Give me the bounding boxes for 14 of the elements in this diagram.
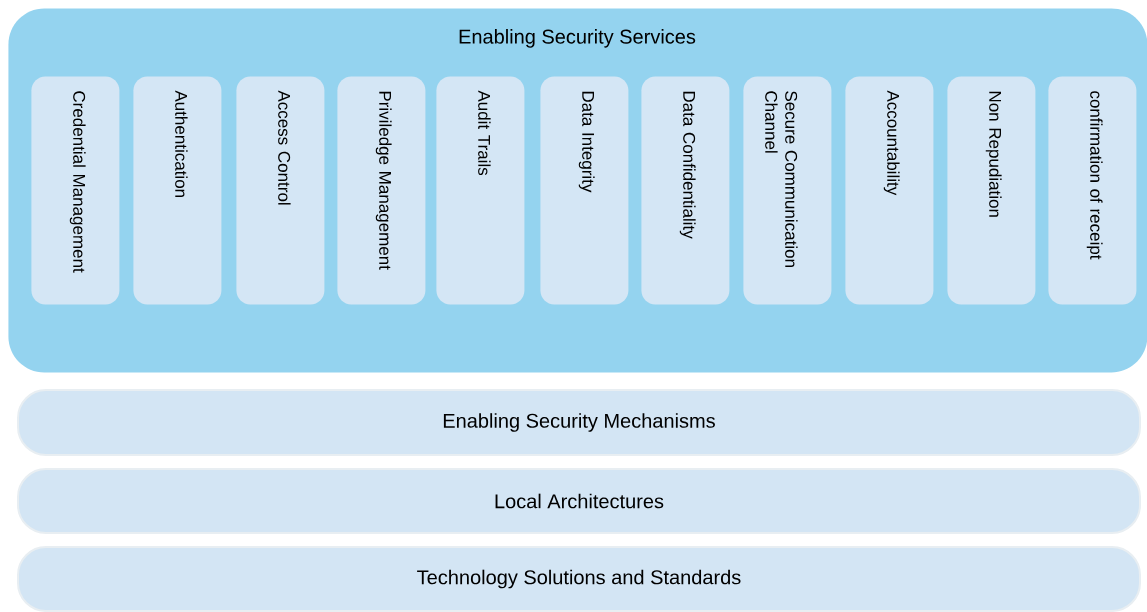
service-box: Accountability: [845, 76, 934, 305]
service-box: Secure Communication Channel: [743, 76, 832, 305]
layer-band: Technology Solutions and Standards: [17, 546, 1141, 612]
layer-band: Enabling Security Mechanisms: [17, 389, 1141, 456]
service-box: Audit Trails: [436, 76, 525, 305]
layer-band: Local Architectures: [17, 468, 1141, 534]
service-box: Authentication: [133, 76, 222, 305]
service-box: Access Control: [236, 76, 325, 305]
service-box: Credential Management: [31, 76, 120, 305]
service-box: Data Confidentiality: [641, 76, 730, 305]
service-box: Non Repudiation: [947, 76, 1036, 305]
service-box: confirmation of receipt: [1048, 76, 1137, 305]
service-box: Priviledge Management: [337, 76, 426, 305]
service-box: Data Integrity: [540, 76, 629, 305]
